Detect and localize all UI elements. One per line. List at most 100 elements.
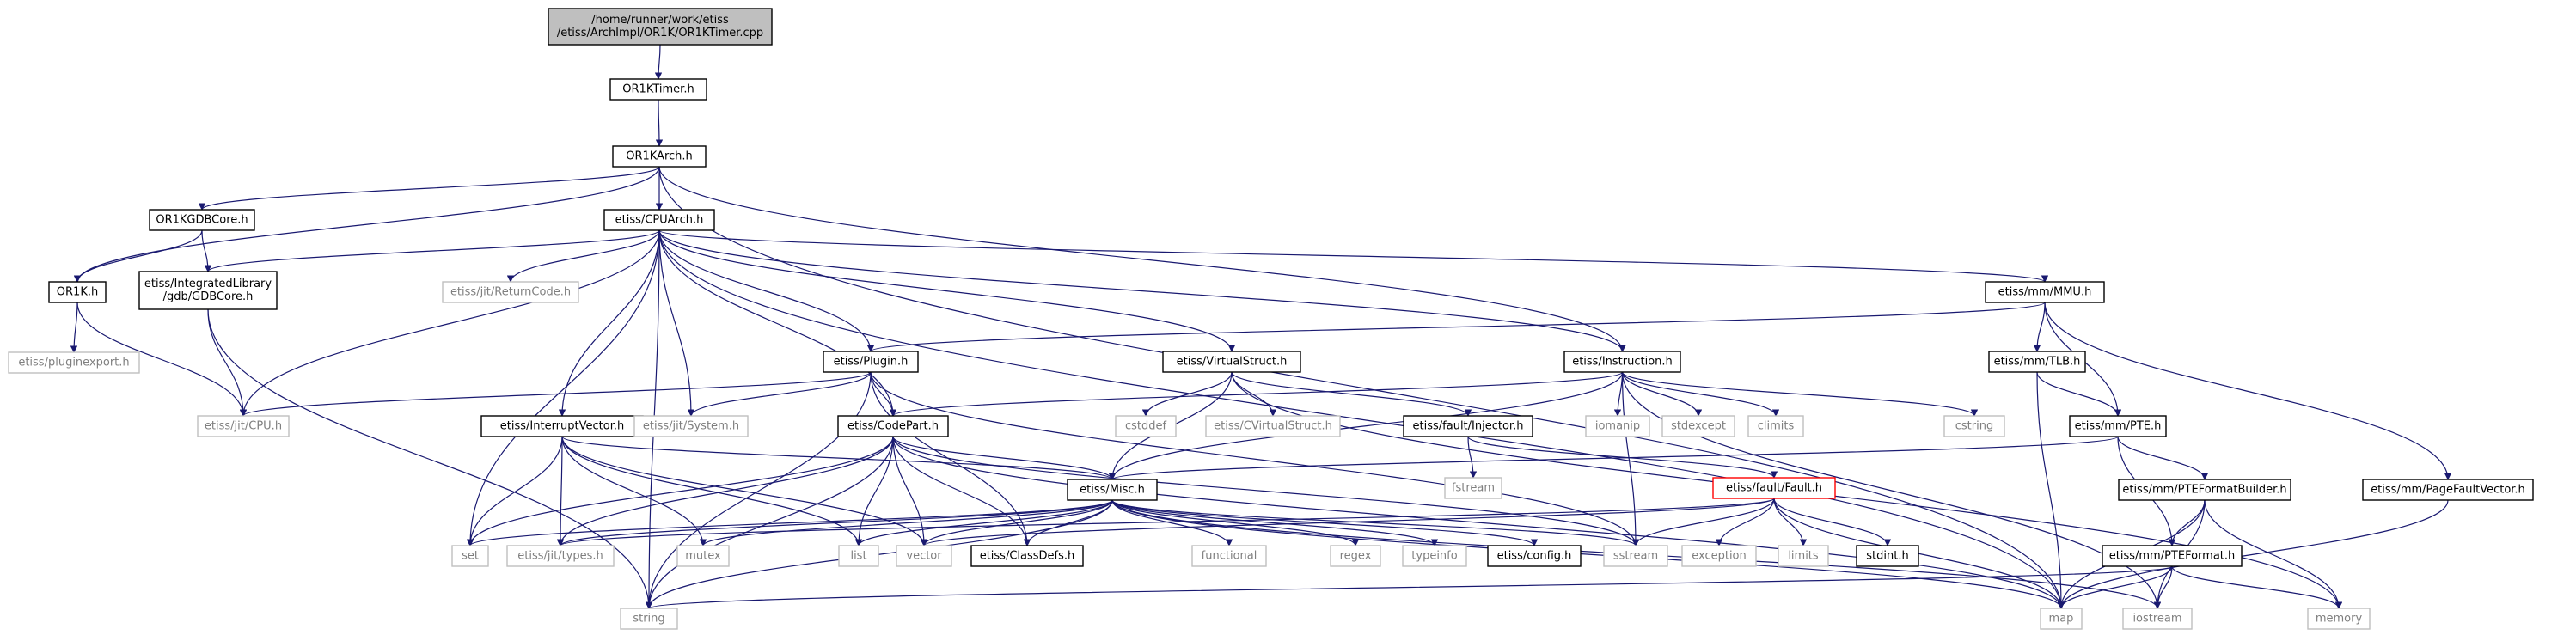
node-box-classdefs bbox=[970, 545, 1084, 567]
edge-cpuarch-to-gdbcore bbox=[204, 229, 660, 272]
node-label-or1kh: OR1K.h bbox=[57, 286, 98, 299]
node-label-root: /etiss/ArchImpl/OR1K/OR1KTimer.cpp bbox=[557, 27, 763, 40]
node-gdbcore[interactable]: etiss/IntegratedLibrary/gdb/GDBCore.h bbox=[138, 271, 278, 310]
node-jitcpu: etiss/jit/CPU.h bbox=[197, 415, 290, 437]
node-box-tlb bbox=[1988, 351, 2086, 373]
node-fault[interactable]: etiss/fault/Fault.h bbox=[1712, 477, 1836, 499]
node-box-set bbox=[451, 545, 489, 567]
node-label-cvirtualstruct: etiss/CVirtualStruct.h bbox=[1214, 420, 1332, 433]
node-or1ktimer[interactable]: OR1KTimer.h bbox=[609, 78, 707, 101]
node-stdexcept: stdexcept bbox=[1661, 415, 1735, 437]
node-tlb[interactable]: etiss/mm/TLB.h bbox=[1988, 351, 2086, 373]
node-box-or1kgdbcore bbox=[149, 209, 255, 231]
node-or1kgdbcore[interactable]: OR1KGDBCore.h bbox=[149, 209, 255, 231]
edge-interruptvector-to-set bbox=[466, 436, 563, 546]
edge-misc-to-classdefs bbox=[1023, 499, 1113, 546]
edge-instruction-to-cstring bbox=[1621, 371, 1979, 417]
node-plugin[interactable]: etiss/Plugin.h bbox=[823, 351, 919, 373]
edge-instruction-to-stdexcept bbox=[1621, 371, 1703, 417]
node-classdefs[interactable]: etiss/ClassDefs.h bbox=[970, 545, 1084, 567]
edge-pagefaultvector-to-map bbox=[2057, 499, 2449, 609]
edge-misc-to-string bbox=[645, 499, 1113, 609]
node-box-memory bbox=[2307, 608, 2371, 630]
edge-cpuarch-to-plugin bbox=[658, 229, 875, 352]
node-label-mmu: etiss/mm/MMU.h bbox=[1998, 286, 2092, 299]
node-root[interactable]: /home/runner/work/etiss/etiss/ArchImpl/O… bbox=[548, 8, 773, 46]
edge-pteformat-to-memory bbox=[2171, 565, 2343, 609]
edge-cpuarch-to-map bbox=[658, 229, 2065, 609]
node-pteformat[interactable]: etiss/mm/PTEFormat.h bbox=[2102, 545, 2243, 567]
edge-interruptvector-to-mutex bbox=[561, 436, 707, 546]
node-injector[interactable]: etiss/fault/Injector.h bbox=[1403, 415, 1533, 437]
node-box-cstring bbox=[1943, 415, 2005, 437]
edge-or1kgdbcore-to-or1kh bbox=[73, 229, 203, 283]
node-label-set: set bbox=[462, 550, 479, 563]
node-or1karch[interactable]: OR1KArch.h bbox=[612, 145, 707, 168]
node-config[interactable]: etiss/config.h bbox=[1487, 545, 1582, 567]
edge-plugin-to-sstream bbox=[870, 371, 1640, 546]
edge-tlb-to-map bbox=[2036, 371, 2065, 609]
node-pteformatbuilder[interactable]: etiss/mm/PTEFormatBuilder.h bbox=[2118, 479, 2291, 501]
edge-plugin-to-jitsystem bbox=[687, 371, 872, 417]
node-memory: memory bbox=[2307, 608, 2371, 630]
edge-mmu-to-pagefaultvector bbox=[2044, 302, 2452, 480]
node-pte[interactable]: etiss/mm/PTE.h bbox=[2069, 415, 2167, 437]
node-virtualstruct[interactable]: etiss/VirtualStruct.h bbox=[1162, 351, 1301, 373]
edge-virtualstruct-to-injector bbox=[1231, 371, 1472, 417]
edge-or1karch-to-map bbox=[658, 166, 2065, 609]
node-box-vector bbox=[896, 545, 952, 567]
node-box-injector bbox=[1403, 415, 1533, 437]
edge-or1karch-to-or1kh bbox=[73, 166, 660, 283]
node-fstream: fstream bbox=[1444, 477, 1502, 499]
edge-plugin-to-string bbox=[645, 371, 872, 609]
node-box-pagefaultvector bbox=[2362, 479, 2534, 501]
node-label-interruptvector: etiss/InterruptVector.h bbox=[500, 420, 624, 433]
node-label-gdbcore: etiss/IntegratedLibrary bbox=[144, 278, 272, 290]
edge-cpuarch-to-jitsystem bbox=[658, 229, 695, 417]
node-interruptvector[interactable]: etiss/InterruptVector.h bbox=[480, 415, 644, 437]
node-misc[interactable]: etiss/Misc.h bbox=[1067, 479, 1158, 501]
node-box-functional bbox=[1191, 545, 1267, 567]
edge-misc-to-mutex bbox=[699, 499, 1113, 546]
node-label-root: /home/runner/work/etiss bbox=[591, 14, 729, 27]
edge-codepart-to-map bbox=[892, 436, 2065, 609]
edge-cpuarch-to-returncode bbox=[506, 229, 660, 283]
node-box-or1karch bbox=[612, 145, 707, 168]
node-vector: vector bbox=[896, 545, 952, 567]
node-pagefaultvector[interactable]: etiss/mm/PageFaultVector.h bbox=[2362, 479, 2534, 501]
node-box-iomanip bbox=[1585, 415, 1650, 437]
edge-misc-to-vector bbox=[920, 499, 1113, 546]
node-mmu[interactable]: etiss/mm/MMU.h bbox=[1985, 281, 2105, 303]
edge-pteformat-to-string bbox=[646, 565, 2173, 609]
edge-cpuarch-to-codepart bbox=[658, 229, 897, 417]
node-label-map: map bbox=[2049, 613, 2074, 626]
edge-or1kgdbcore-to-gdbcore bbox=[201, 229, 212, 272]
node-box-pluginexport bbox=[8, 351, 140, 374]
node-instruction[interactable]: etiss/Instruction.h bbox=[1563, 351, 1681, 373]
node-box-pteformat bbox=[2102, 545, 2243, 567]
node-box-fault bbox=[1712, 477, 1836, 499]
edge-pteformatbuilder-to-pteformat bbox=[2168, 499, 2206, 546]
node-box-gdbcore bbox=[138, 271, 278, 310]
node-codepart[interactable]: etiss/CodePart.h bbox=[837, 415, 949, 437]
edge-interruptvector-to-list bbox=[561, 436, 863, 546]
node-cpuarch[interactable]: etiss/CPUArch.h bbox=[603, 209, 715, 231]
edge-fault-to-sstream bbox=[1631, 498, 1775, 546]
node-stdint[interactable]: stdint.h bbox=[1856, 545, 1919, 567]
node-label-pteformatbuilder: etiss/mm/PTEFormatBuilder.h bbox=[2122, 484, 2286, 497]
node-box-mmu bbox=[1985, 281, 2105, 303]
node-box-fstream bbox=[1444, 477, 1502, 499]
node-limits: limits bbox=[1778, 545, 1829, 567]
node-regex: regex bbox=[1330, 545, 1381, 567]
edge-plugin-to-codepart bbox=[870, 371, 897, 417]
node-label-vector: vector bbox=[906, 550, 942, 563]
node-box-codepart bbox=[837, 415, 949, 437]
edge-pteformat-to-iostream bbox=[2153, 565, 2173, 609]
edge-mmu-to-tlb bbox=[2033, 302, 2046, 352]
edge-misc-to-typeinfo bbox=[1111, 499, 1439, 546]
node-climits: climits bbox=[1747, 415, 1804, 437]
node-box-list bbox=[838, 545, 879, 567]
node-box-misc bbox=[1067, 479, 1158, 501]
node-or1kh[interactable]: OR1K.h bbox=[48, 281, 107, 303]
node-label-exception: exception bbox=[1692, 550, 1747, 563]
